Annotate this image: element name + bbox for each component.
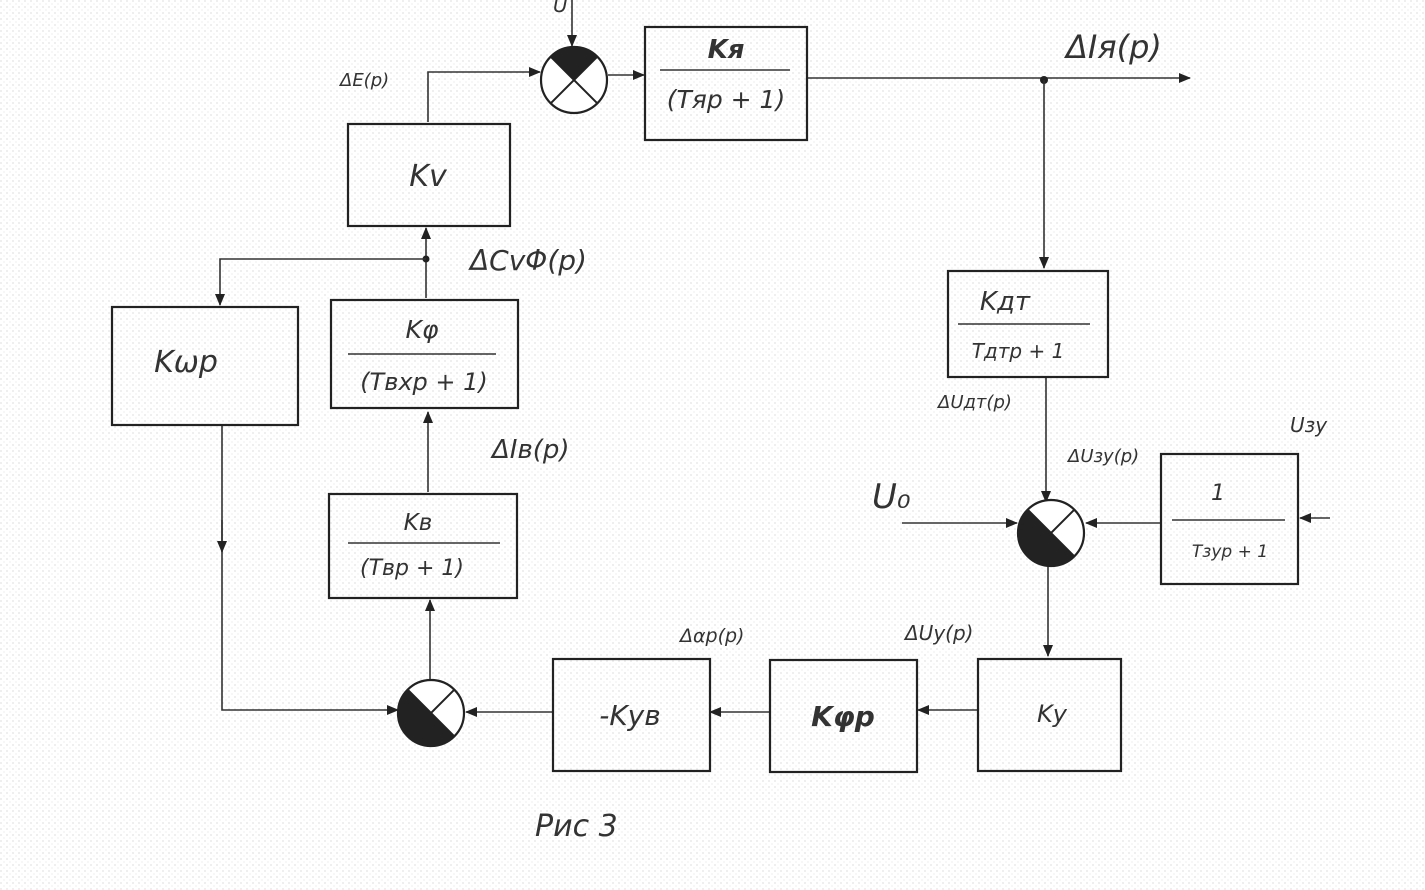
summing-junction-3 [1016, 498, 1086, 568]
kwp-label: Kωp [154, 345, 218, 380]
kphi-den: (Tвхp + 1) [360, 368, 488, 396]
armature-den: (Tяp + 1) [667, 85, 785, 114]
filter-den: Tзуp + 1 [1192, 542, 1268, 562]
label-delta-i-v: ΔIв(p) [490, 435, 570, 465]
kphir-label: Kφр [811, 700, 875, 733]
filter-num: 1 [1211, 481, 1225, 506]
connections [215, 0, 1330, 717]
summing-junction-2 [396, 678, 466, 748]
figure-caption: Рис 3 [535, 809, 618, 844]
kexc-den: (Tвp + 1) [360, 556, 464, 581]
label-delta-u-dt: ΔUдт(p) [936, 392, 1012, 413]
label-top-input: U [553, 0, 568, 17]
block-armature: Kя (Tяp + 1) [643, 25, 809, 142]
kphi-num: Kφ [406, 315, 439, 344]
label-delta-i-ya: ΔIя(p) [1063, 28, 1162, 66]
ku-label: Kу [1037, 700, 1068, 728]
block-k-u: Kу [976, 657, 1123, 773]
label-delta-u-zu: ΔUзу(p) [1066, 446, 1139, 467]
block-set-filter: 1 Tзуp + 1 [1159, 452, 1300, 586]
kdt-den: Tдтp + 1 [972, 339, 1065, 363]
kuv-label: -Kув [599, 699, 661, 732]
block-k-phi-r: Kφр [768, 658, 919, 774]
block-k-phi: Kφ (Tвхp + 1) [329, 298, 520, 410]
label-delta-cv-phi: ΔCvΦ(p) [468, 244, 587, 277]
summing-junction-1 [539, 45, 609, 115]
armature-num: Kя [708, 35, 745, 65]
kdt-num: Kдт [980, 287, 1031, 317]
block-kv: Kv [346, 122, 512, 228]
label-u0: U₀ [872, 477, 911, 517]
label-delta-alpha-r: Δαр(p) [678, 625, 744, 647]
kexc-num: Kв [404, 510, 433, 536]
block-k-exc: Kв (Tвp + 1) [327, 492, 519, 600]
label-delta-u-u: ΔUу(p) [903, 621, 973, 645]
block-k-uv: -Kув [551, 657, 712, 773]
line-kv-to-sum1 [427, 67, 541, 122]
kv-label: Kv [409, 159, 448, 194]
line-branch-to-kwp [215, 258, 426, 306]
label-u-zu: Uзу [1290, 413, 1328, 437]
label-delta-e: ΔE(p) [338, 70, 389, 91]
block-kw-p: Kωp [110, 305, 300, 427]
block-k-dt: Kдт Tдтp + 1 [946, 269, 1110, 379]
